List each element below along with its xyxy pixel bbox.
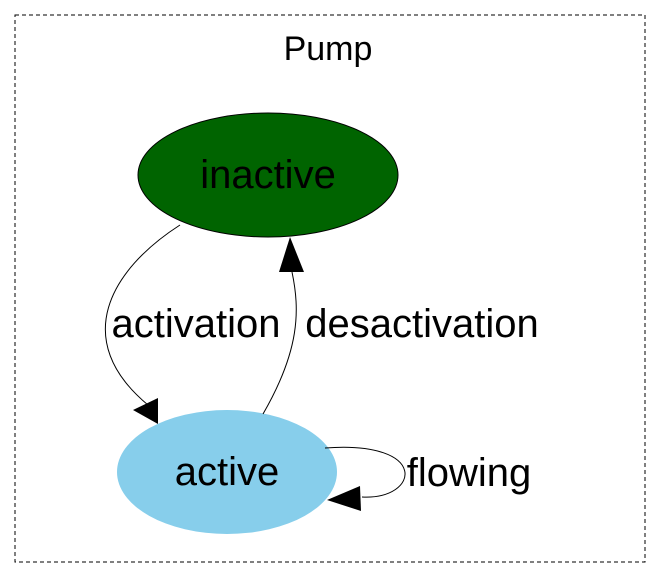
- edge-flowing[interactable]: flowing: [324, 446, 532, 511]
- edge-flowing-label: flowing: [407, 451, 532, 495]
- edge-flowing-line: [324, 446, 406, 498]
- cluster-title: Pump: [284, 30, 373, 68]
- edge-activation-label: activation: [112, 302, 281, 346]
- state-inactive-shape: [137, 112, 399, 238]
- edge-desactivation-label: desactivation: [305, 302, 538, 346]
- edge-flowing-arrowhead: [327, 486, 361, 511]
- state-active[interactable]: active: [117, 410, 337, 534]
- state-inactive[interactable]: inactive: [137, 112, 399, 238]
- edge-activation-arrowhead: [133, 398, 158, 424]
- state-inactive-label: inactive: [200, 153, 336, 197]
- edge-desactivation-line: [262, 271, 297, 415]
- state-active-shape: [117, 410, 337, 534]
- state-active-label: active: [175, 450, 280, 494]
- edge-activation-line: [105, 224, 181, 406]
- cluster-frame: [14, 14, 646, 563]
- edge-desactivation-arrowhead: [279, 237, 304, 272]
- edge-activation[interactable]: activation: [105, 224, 281, 424]
- edge-desactivation[interactable]: desactivation: [262, 237, 539, 415]
